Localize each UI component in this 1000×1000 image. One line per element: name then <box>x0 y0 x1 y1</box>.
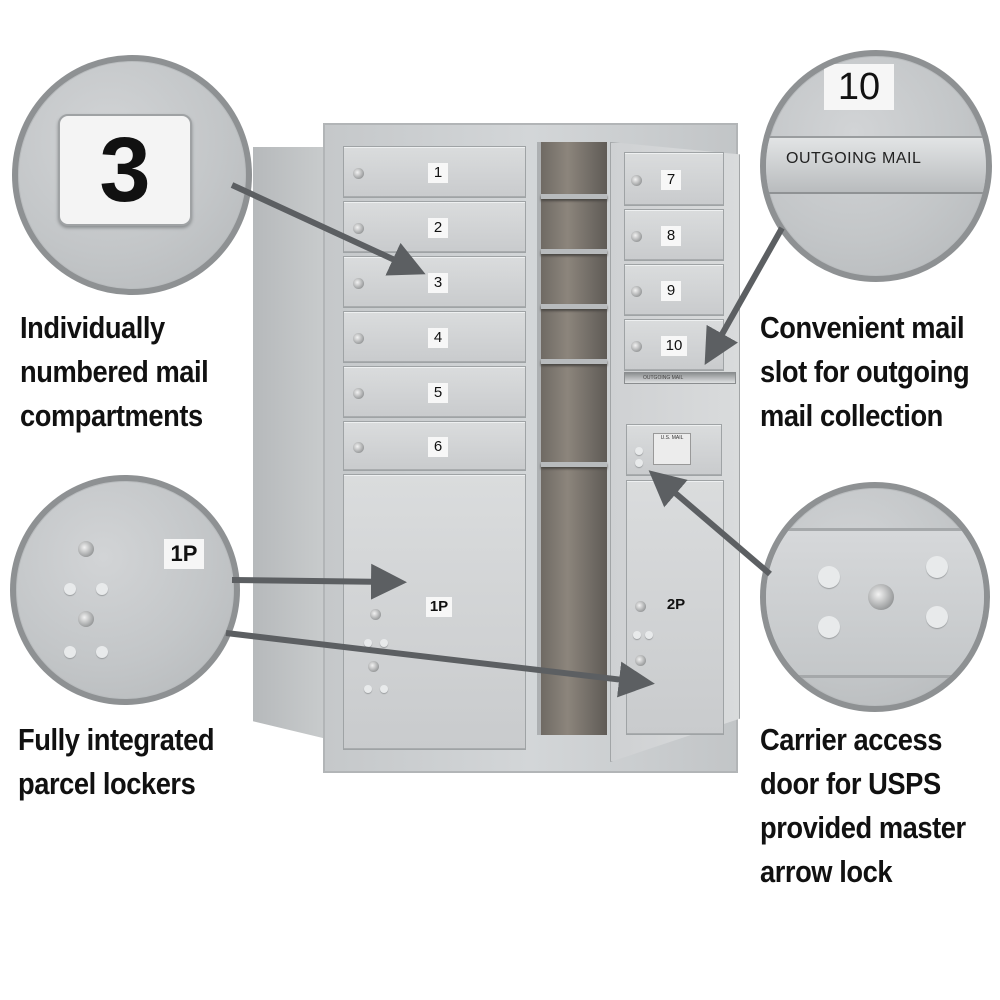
caption-line: Individually <box>20 310 165 345</box>
arrow-icon <box>225 630 655 698</box>
zoom-number-tag: 3 <box>12 55 252 295</box>
rivet <box>64 583 76 595</box>
lock-icon <box>631 341 642 352</box>
rivet <box>64 646 76 658</box>
arrow-icon <box>648 470 772 577</box>
caption-line: door for USPS <box>760 766 941 801</box>
compartment-number: 4 <box>428 328 448 348</box>
zoom-outgoing-slot: 10 OUTGOING MAIL <box>760 50 992 282</box>
compartment-door[interactable]: 9 <box>624 264 724 316</box>
rivet <box>645 631 653 639</box>
zoom-carrier-lock <box>760 482 990 712</box>
lock-icon <box>370 609 381 620</box>
outgoing-number: 10 <box>837 66 881 108</box>
compartment-number: 10 <box>661 336 687 356</box>
outgoing-number-tag: 10 <box>824 64 894 110</box>
compartment-number: 8 <box>661 226 681 246</box>
number-tag-value: 3 <box>99 119 151 221</box>
compartment-door[interactable]: 1 <box>343 146 526 198</box>
rivet <box>635 459 643 467</box>
number-tag-plate: 3 <box>58 114 192 226</box>
lock-icon <box>353 333 364 344</box>
compartment-number: 5 <box>428 383 448 403</box>
usps-plate: U.S. MAIL <box>653 433 691 465</box>
lock-icon <box>353 388 364 399</box>
compartment-door[interactable]: 4 <box>343 311 526 363</box>
lock-icon <box>78 541 94 557</box>
caption-line: mail collection <box>760 398 943 433</box>
arrow-icon <box>230 182 426 276</box>
lock-icon <box>635 601 646 612</box>
caption-line: arrow lock <box>760 854 893 889</box>
rivet <box>926 606 948 628</box>
lock-icon <box>353 223 364 234</box>
compartment-number: 7 <box>661 170 681 190</box>
mailbox-interior <box>537 142 607 735</box>
lock-icon <box>353 168 364 179</box>
caption-line: provided master <box>760 810 966 845</box>
outgoing-slot-label: OUTGOING MAIL <box>786 150 922 167</box>
compartment-number: 3 <box>428 273 448 293</box>
compartment-number: 9 <box>661 281 681 301</box>
rivet <box>635 447 643 455</box>
caption-line: numbered mail <box>20 354 209 389</box>
compartment-door[interactable]: 7 <box>624 152 724 206</box>
rivet <box>818 616 840 638</box>
rivet <box>96 583 108 595</box>
outgoing-slot-text: OUTGOING MAIL <box>643 375 684 381</box>
usps-lock-panel[interactable]: U.S. MAIL <box>626 424 722 476</box>
caption-line: slot for outgoing <box>760 354 970 389</box>
zoom-parcel-locker: 1P <box>10 475 240 705</box>
lock-icon <box>635 655 646 666</box>
interior-shelf <box>541 359 607 364</box>
caption-carrier: Carrier access door for USPS provided ma… <box>760 718 966 894</box>
outgoing-slot-bar: OUTGOING MAIL <box>766 136 986 194</box>
parcel-locker-1p[interactable]: 1P <box>343 474 526 750</box>
lock-icon <box>368 661 379 672</box>
caption-line: parcel lockers <box>18 766 196 801</box>
interior-shelf <box>541 249 607 254</box>
arrow-icon <box>231 563 407 600</box>
caption-line: compartments <box>20 398 203 433</box>
compartment-number: 6 <box>428 437 448 457</box>
lock-icon <box>353 278 364 289</box>
compartment-number: 1 <box>428 163 448 183</box>
rivet <box>364 685 372 693</box>
compartment-door[interactable]: 8 <box>624 209 724 261</box>
rivet <box>633 631 641 639</box>
rivet <box>380 685 388 693</box>
parcel-number: 1P <box>426 597 452 617</box>
arrow-lock-icon <box>868 584 894 610</box>
outgoing-mail-slot[interactable]: OUTGOING MAIL <box>624 372 736 384</box>
lock-icon <box>78 611 94 627</box>
caption-parcel: Fully integrated parcel lockers <box>18 718 215 806</box>
caption-line: Convenient mail <box>760 310 965 345</box>
rivet <box>818 566 840 588</box>
compartment-door[interactable]: 6 <box>343 421 526 471</box>
rivet <box>96 646 108 658</box>
rivet <box>364 639 372 647</box>
caption-compartments: Individually numbered mail compartments <box>20 306 209 438</box>
interior-shelf <box>541 194 607 199</box>
compartment-door[interactable]: 2 <box>343 201 526 253</box>
caption-line: Fully integrated <box>18 722 215 757</box>
compartment-number: 2 <box>428 218 448 238</box>
usps-plate-text: U.S. MAIL <box>660 435 684 441</box>
interior-shelf <box>541 304 607 309</box>
parcel-tag: 1P <box>164 539 204 569</box>
arrow-icon <box>704 226 785 366</box>
lock-icon <box>631 175 642 186</box>
compartment-door[interactable]: 5 <box>343 366 526 418</box>
rivet <box>926 556 948 578</box>
caption-line: Carrier access <box>760 722 942 757</box>
interior-shelf <box>541 462 607 467</box>
lock-icon <box>631 286 642 297</box>
caption-outgoing: Convenient mail slot for outgoing mail c… <box>760 306 970 438</box>
lock-icon <box>631 231 642 242</box>
parcel-number: 2P <box>666 596 686 613</box>
lock-icon <box>353 442 364 453</box>
compartment-door[interactable]: 3 <box>343 256 526 308</box>
rivet <box>380 639 388 647</box>
